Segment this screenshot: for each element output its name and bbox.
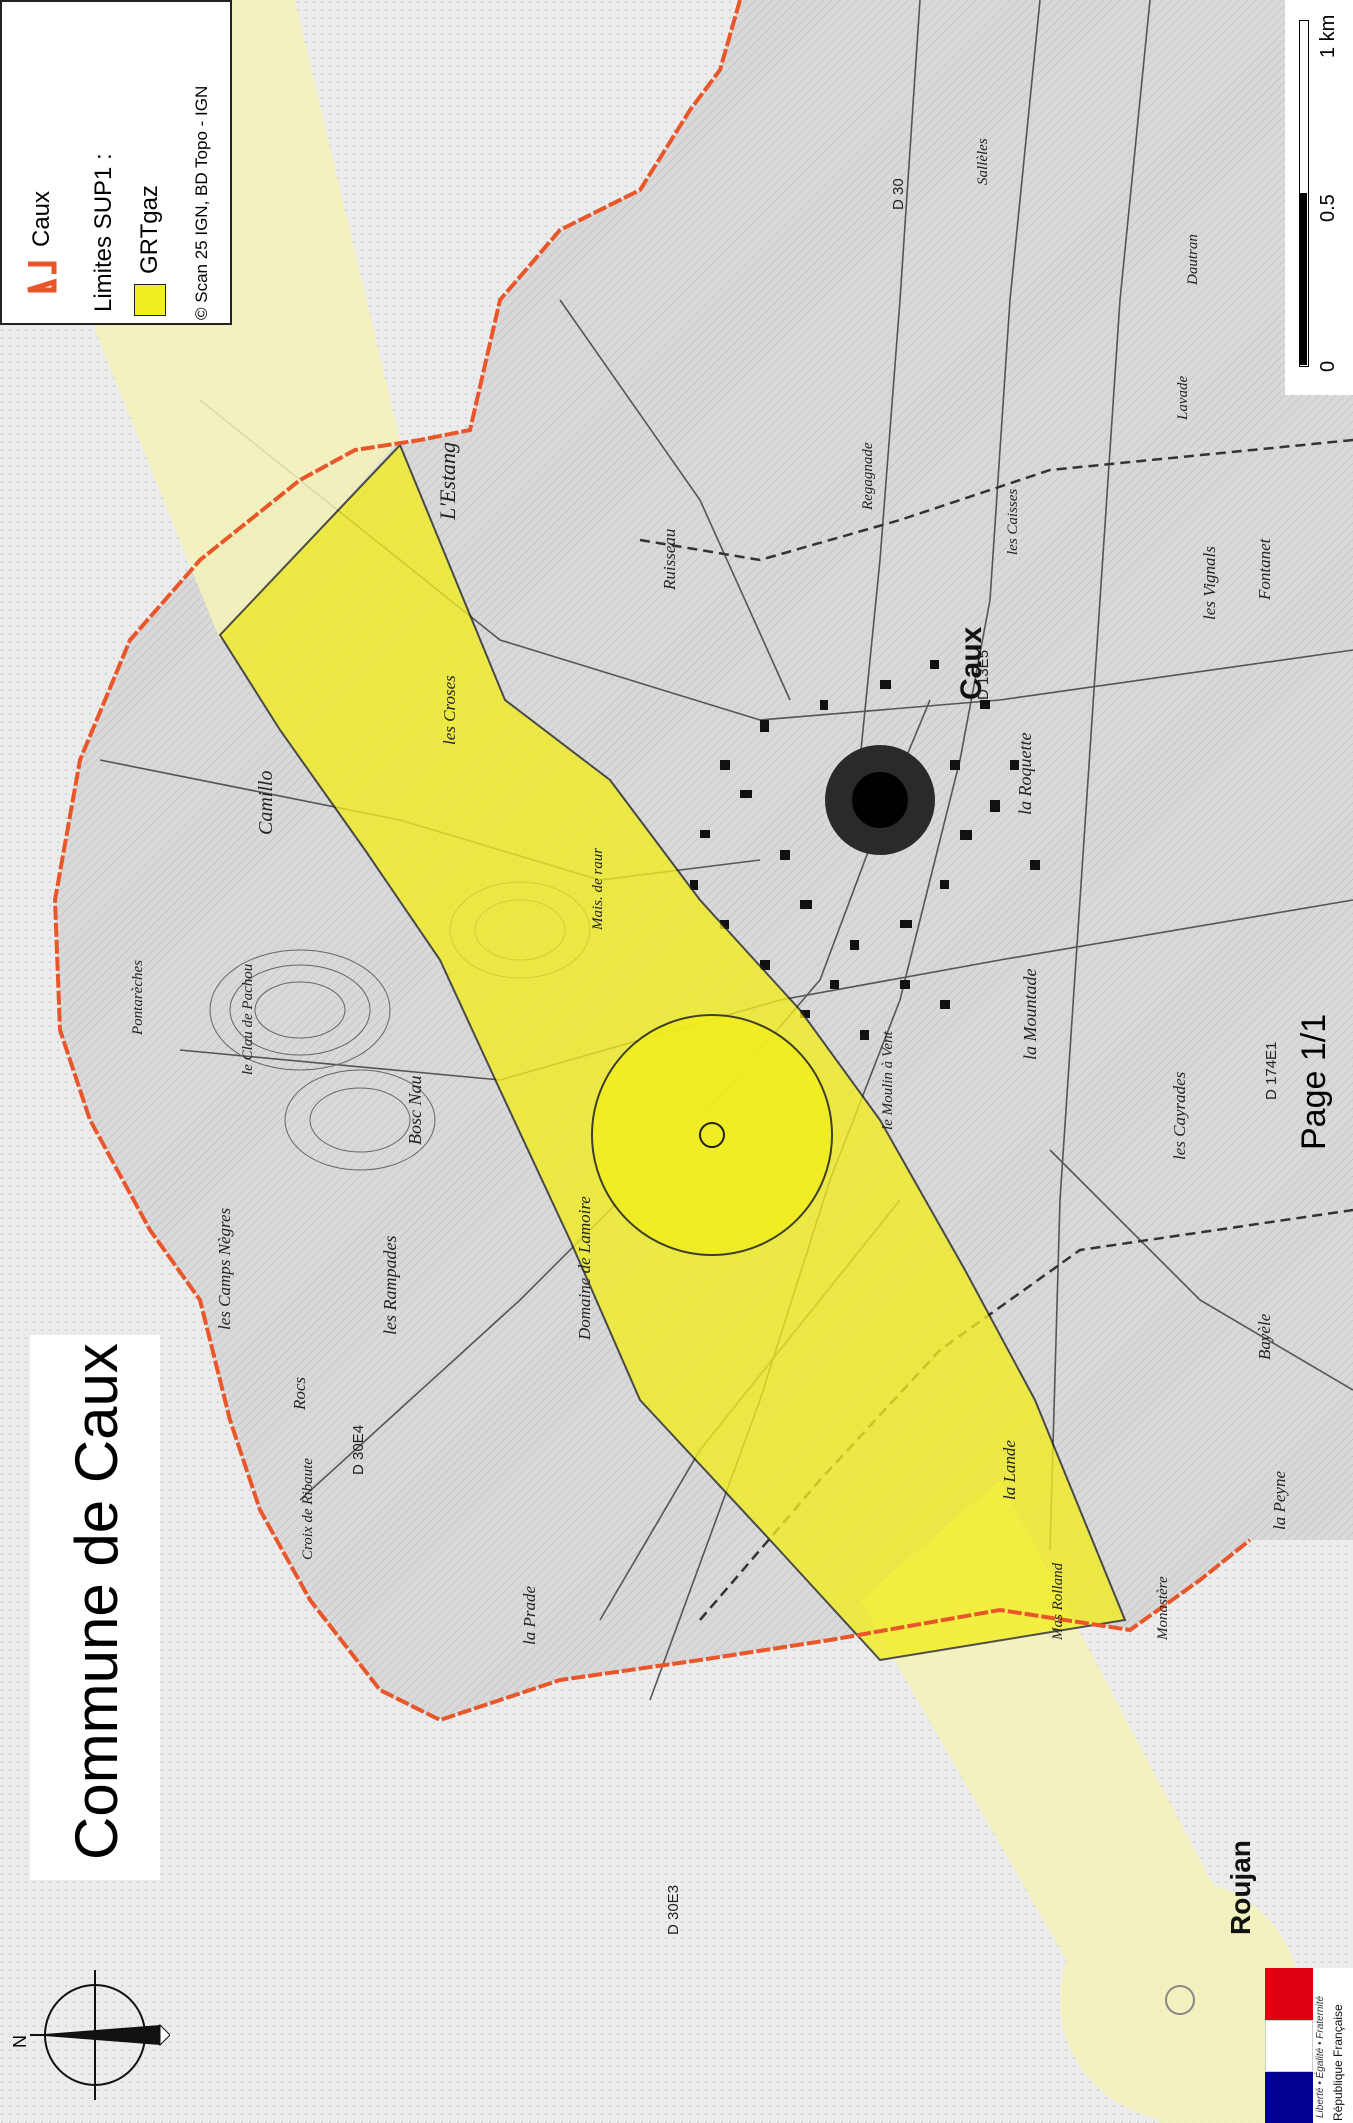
village-caux-buildings <box>690 660 1040 1040</box>
legend-source-text: © Scan 25 IGN, BD Topo - IGN <box>192 85 211 320</box>
grtgaz-station-marker <box>699 1122 725 1148</box>
place-label-fontanet: Fontanet <box>1255 538 1274 600</box>
grtgaz-station-buffer[interactable] <box>591 1014 833 1256</box>
place-label-la-lande: la Lande <box>1000 1440 1019 1500</box>
place-label-croix-ribaute: Croix de Ribaute <box>300 1458 316 1560</box>
grtgaz-legend-swatch <box>134 284 166 316</box>
legend-commune-label: Caux <box>28 190 55 247</box>
road-label-d30e4: D 30E4 <box>350 1424 367 1475</box>
place-label-les-croses: les Croses <box>440 675 459 745</box>
place-label-vignals: les Vignals <box>1200 546 1219 620</box>
place-label-lavade: Lavade <box>1175 375 1191 420</box>
place-label-la-mountade: la Mountade <box>1020 968 1040 1061</box>
map-title: Commune de Caux <box>63 1343 130 1860</box>
place-label-pontareches: Pontarèches <box>130 960 146 1035</box>
title-panel <box>30 1335 160 1880</box>
place-label-rampades: les Rampades <box>380 1235 400 1335</box>
place-label-cayrades: les Cayrades <box>1170 1071 1189 1160</box>
place-label-les-caisses: les Caisses <box>1005 488 1021 555</box>
place-label-camps-negres: les Camps Nègres <box>215 1207 234 1330</box>
north-label: N <box>10 2035 30 2048</box>
place-label-ruisseau: Ruisseau <box>660 528 679 590</box>
legend-panel: Caux Limites SUP1 : GRTgaz © Scan 25 IGN… <box>0 0 232 325</box>
place-label-dautran: Dautran <box>1185 234 1201 285</box>
place-label-regagnade: Regagnade <box>860 442 876 510</box>
legend-layer-label: GRTgaz <box>136 185 163 274</box>
place-label-camillo: Camillo <box>255 770 277 835</box>
place-label-mas-rolland: Mas Rolland <box>1050 1562 1066 1640</box>
place-label-mais-de-raur: Mais. de raur <box>590 847 606 930</box>
place-label-la-peyne: la Peyne <box>1270 1471 1289 1530</box>
emblem-country: République Française <box>1331 2004 1345 2121</box>
place-label-bayele: Bayèle <box>1255 1313 1274 1360</box>
place-label-domaine-lamoire: Domaine de Lamoire <box>575 1196 594 1340</box>
place-label-lestang: L'Estang <box>435 441 460 520</box>
place-label-clau-pachou: le Clau de Pachou <box>240 963 256 1075</box>
road-label-d174e1: D 174E1 <box>1263 1041 1280 1100</box>
place-label-salleles: Sallèles <box>975 138 991 185</box>
place-label-monastere: Monastère <box>1155 1576 1171 1640</box>
scale-bar: 0 0.5 1 km <box>1285 0 1353 395</box>
commune-boundary[interactable] <box>52 0 1252 1723</box>
republique-francaise-logo: Liberté • Égalité • Fraternité Républiqu… <box>1265 1968 1353 2123</box>
place-label-la-prade: la Prade <box>520 1585 539 1645</box>
page-label: Page 1/1 <box>1295 1013 1333 1150</box>
scale-tick-1km: 1 km <box>1317 14 1339 58</box>
place-label-la-roquette: la Roquette <box>1015 732 1035 815</box>
commune-legend-icon <box>27 261 57 293</box>
scale-tick-0: 0 <box>1317 360 1339 372</box>
place-label-bosc-nau: Bosc Nau <box>405 1075 425 1146</box>
road-label-d30e3: D 30E3 <box>665 1884 682 1935</box>
road-label-d30: D 30 <box>890 178 907 210</box>
place-label-roujan: Roujan <box>1225 1840 1256 1935</box>
scale-tick-0-5: 0.5 <box>1317 194 1339 222</box>
place-label-moulin-a-vent: le Moulin à Vent <box>880 1031 896 1130</box>
place-label-rocs: Rocs <box>290 1376 309 1410</box>
legend-section-title: Limites SUP1 : <box>90 153 117 312</box>
north-arrow-icon <box>30 1970 170 2100</box>
emblem-motto: Liberté • Égalité • Fraternité <box>1315 1995 1326 2118</box>
road-label-d13e5: D 13E5 <box>975 649 992 700</box>
